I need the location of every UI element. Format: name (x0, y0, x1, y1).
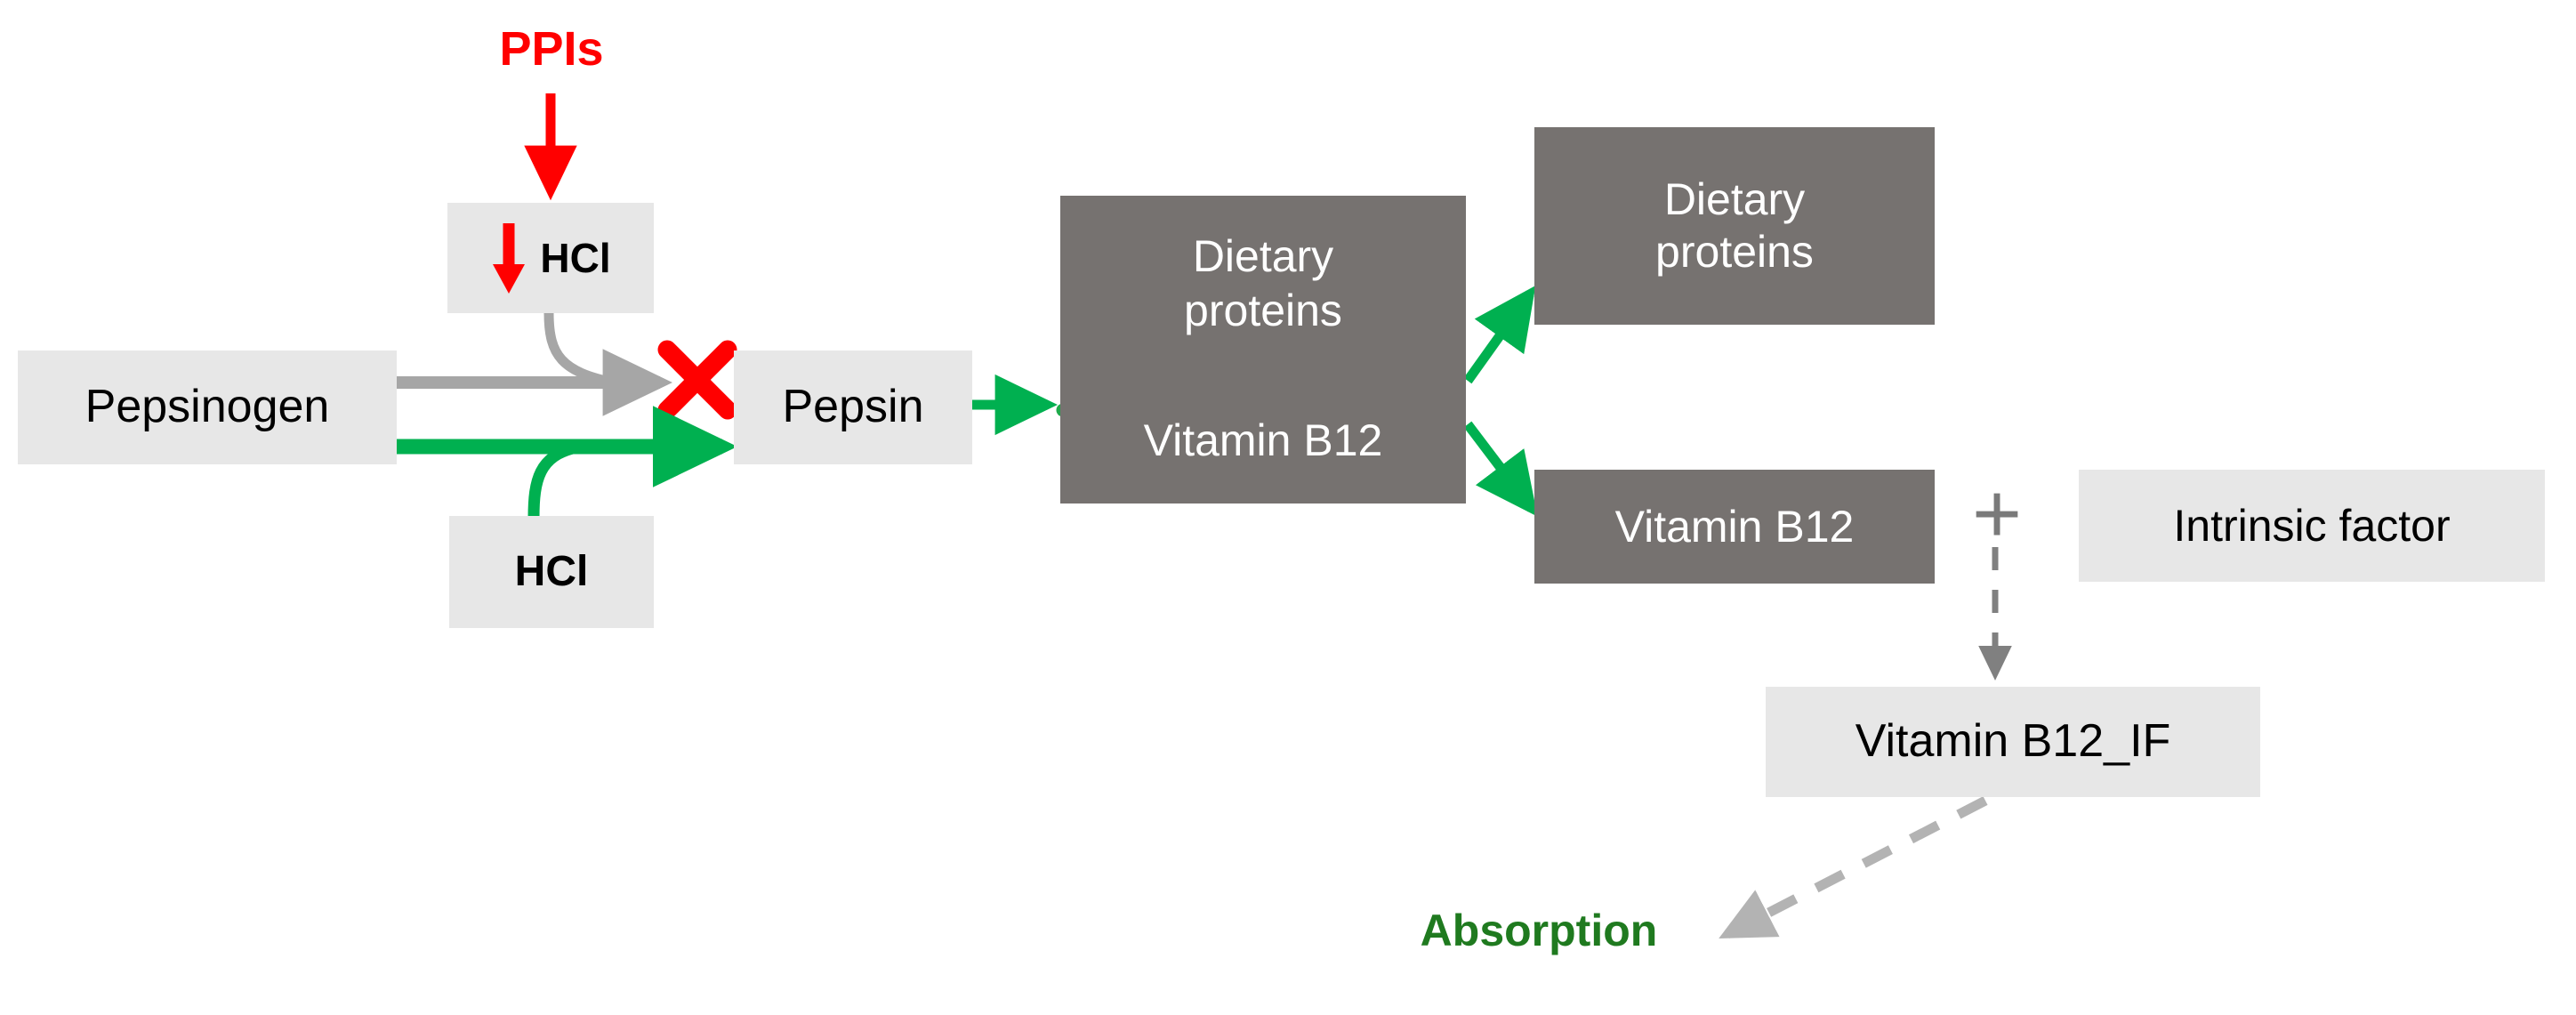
node-pepsin[interactable]: Pepsin (734, 350, 972, 464)
node-hcl-reduced[interactable]: HCl (447, 203, 654, 313)
dietary-proteins-output-line2: proteins (1655, 227, 1814, 277)
edge-vitamin-b12-if-to-absorption (1719, 796, 1988, 939)
node-vitamin-b12-output[interactable]: Vitamin B12 (1534, 470, 1935, 584)
ppis-text: PPIs (499, 22, 604, 76)
vitamin-b12-output-label: Vitamin B12 (1614, 501, 1855, 552)
complex-bottom-label: Vitamin B12 (1143, 415, 1383, 465)
red-x-icon (657, 340, 737, 420)
hcl-label: HCl (514, 547, 589, 595)
intrinsic-factor-label: Intrinsic factor (2173, 500, 2451, 551)
vitamin-b12-if-label: Vitamin B12_IF (1855, 715, 2171, 768)
dietary-proteins-output-line1: Dietary (1663, 174, 1806, 224)
node-pepsinogen[interactable]: Pepsinogen (18, 350, 397, 464)
hcl-reduced-label: HCl (540, 234, 611, 281)
plus-label: + (1971, 466, 2023, 561)
edge-complex-to-vitamin-b12 (1463, 421, 1538, 517)
complex-top-line1: Dietary (1192, 231, 1334, 281)
label-absorption: Absorption (1361, 898, 1717, 963)
edge-hcl-reduced-to-junction (543, 312, 616, 388)
plus-operator-icon: + (1960, 466, 2034, 561)
edge-hcl-to-activation (527, 441, 578, 519)
node-intrinsic-factor[interactable]: Intrinsic factor (2079, 470, 2545, 582)
node-dietary-proteins-output[interactable]: Dietary proteins (1534, 127, 1935, 325)
label-ppis: PPIs (471, 18, 632, 80)
pepsin-label: Pepsin (782, 381, 924, 433)
edge-complex-to-dietary-proteins (1463, 286, 1536, 384)
pepsinogen-label: Pepsinogen (85, 381, 330, 433)
red-down-arrow-icon (493, 223, 526, 294)
node-dietary-protein-b12-complex[interactable]: Dietary proteins Vitamin B12 (1060, 196, 1466, 503)
absorption-text: Absorption (1420, 906, 1658, 955)
node-vitamin-b12-if[interactable]: Vitamin B12_IF (1766, 687, 2260, 797)
node-hcl[interactable]: HCl (449, 516, 654, 628)
complex-top-label: Dietary proteins (1060, 230, 1466, 338)
complex-top-line2: proteins (1184, 286, 1342, 335)
